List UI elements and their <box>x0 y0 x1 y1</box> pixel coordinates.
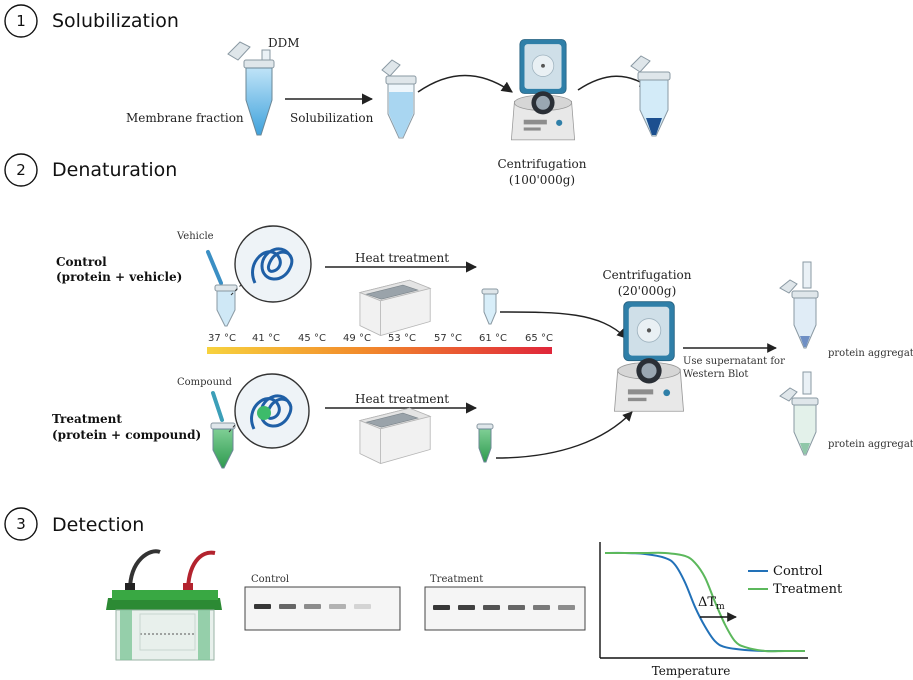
gel-electrophoresis-icon <box>106 549 222 661</box>
blot-band <box>508 605 525 610</box>
aggregate-tube-icon <box>779 261 819 349</box>
protein-zoom-icon <box>234 225 312 303</box>
compound-label: Compound <box>177 377 232 388</box>
temperature-label: 65 °C <box>525 333 553 344</box>
x-axis-label: Temperature <box>652 664 731 678</box>
blot-band <box>433 605 450 610</box>
temperature-label: 37 °C <box>208 333 236 344</box>
blot-band <box>279 604 296 609</box>
compound-pipette-icon <box>211 391 224 422</box>
treatment-sublabel: (protein + compound) <box>52 428 201 442</box>
blot-band <box>558 605 575 610</box>
temperature-label: 49 °C <box>343 333 371 344</box>
control-tube-icon <box>214 284 238 327</box>
section-2: 2 Denaturation <box>4 153 177 187</box>
heated-treatment-tube-icon <box>476 423 494 463</box>
section-title: Detection <box>52 514 144 536</box>
protein-aggregate-label: protein aggregate <box>828 348 913 359</box>
control-sublabel: (protein + vehicle) <box>56 270 182 284</box>
solubilized-tube-icon <box>381 59 417 139</box>
blot-band <box>533 605 550 610</box>
centrifuge-icon <box>613 301 685 412</box>
section-number: 2 <box>16 161 26 179</box>
blot-control-label: Control <box>251 574 289 585</box>
blot-band <box>458 605 475 610</box>
centrifuged-tube-icon <box>630 55 671 137</box>
protein-aggregate-label: protein aggregate <box>828 439 913 450</box>
centrifugation-label: Centrifugation <box>497 157 586 171</box>
blot-band <box>329 604 346 609</box>
heat-block-icon <box>359 279 431 337</box>
section-number: 1 <box>16 12 26 30</box>
section-number-circle <box>4 153 38 187</box>
aggregate-tube-icon <box>779 371 819 456</box>
section-number: 3 <box>16 515 26 533</box>
membrane-fraction-label: Membrane fraction <box>126 111 244 125</box>
legend-label-control: Control <box>773 564 823 579</box>
temperature-label: 61 °C <box>479 333 507 344</box>
temperature-label: 41 °C <box>252 333 280 344</box>
heat-treatment-label: Heat treatment <box>355 392 449 406</box>
blot-band <box>254 604 271 609</box>
ddm-label: DDM <box>268 36 300 50</box>
series-line-treatment <box>605 551 805 653</box>
to-centrifuge-arrow <box>495 411 633 459</box>
section-number-circle <box>4 4 38 38</box>
centrifugation-label: Centrifugation <box>602 268 691 282</box>
to-centrifuge-arrow <box>417 74 513 93</box>
solubilization-diagram: DDM Membrane fraction Solubilization Cen… <box>126 36 671 187</box>
temperature-label: 45 °C <box>298 333 326 344</box>
treatment-label: Treatment <box>52 412 122 426</box>
control-bands <box>254 604 371 609</box>
denaturation-diagram: Control (protein + vehicle) Vehicle Heat… <box>52 225 913 469</box>
delta-tm-annotation: ΔTm <box>698 595 725 612</box>
blot-band <box>483 605 500 610</box>
centrifugation-speed-label: (20'000g) <box>618 284 677 298</box>
section-title: Solubilization <box>52 10 179 32</box>
blot-band <box>304 604 321 609</box>
protein-compound-zoom-icon <box>234 373 310 449</box>
section-1: 1 Solubilization <box>4 4 179 38</box>
section-title: Denaturation <box>52 159 177 181</box>
temperature-scale: 37 °C 41 °C 45 °C 49 °C 53 °C 57 °C 61 °… <box>207 333 553 354</box>
vehicle-label: Vehicle <box>176 231 214 242</box>
temperature-gradient-bar <box>207 347 552 354</box>
treatment-bands <box>433 605 575 610</box>
heated-control-tube-icon <box>481 288 499 325</box>
supernatant-label: Use supernatant for <box>683 356 785 367</box>
detection-diagram: Control Treatment ΔTm Temperature Contro… <box>106 542 843 678</box>
section-3: 3 Detection <box>4 507 144 541</box>
legend-label-treatment: Treatment <box>773 582 843 597</box>
centrifugation-speed-label: (100'000g) <box>509 173 575 187</box>
control-label: Control <box>56 255 107 269</box>
membrane-tube-icon <box>227 41 275 136</box>
melting-curve-chart: ΔTm Temperature Control Treatment <box>599 542 843 678</box>
temperature-label: 53 °C <box>388 333 416 344</box>
heat-block-icon <box>359 407 431 465</box>
solubilization-label: Solubilization <box>290 111 374 125</box>
section-number-circle <box>4 507 38 541</box>
heat-treatment-label: Heat treatment <box>355 251 449 265</box>
centrifuge-icon <box>510 39 576 141</box>
supernatant-sublabel: Western Blot <box>683 369 748 380</box>
vehicle-pipette-icon <box>206 250 223 285</box>
blot-band <box>354 604 371 609</box>
blot-treatment-label: Treatment <box>430 574 483 585</box>
to-centrifuge-arrow <box>499 311 627 339</box>
treatment-tube-icon <box>210 422 236 469</box>
temperature-label: 57 °C <box>434 333 462 344</box>
